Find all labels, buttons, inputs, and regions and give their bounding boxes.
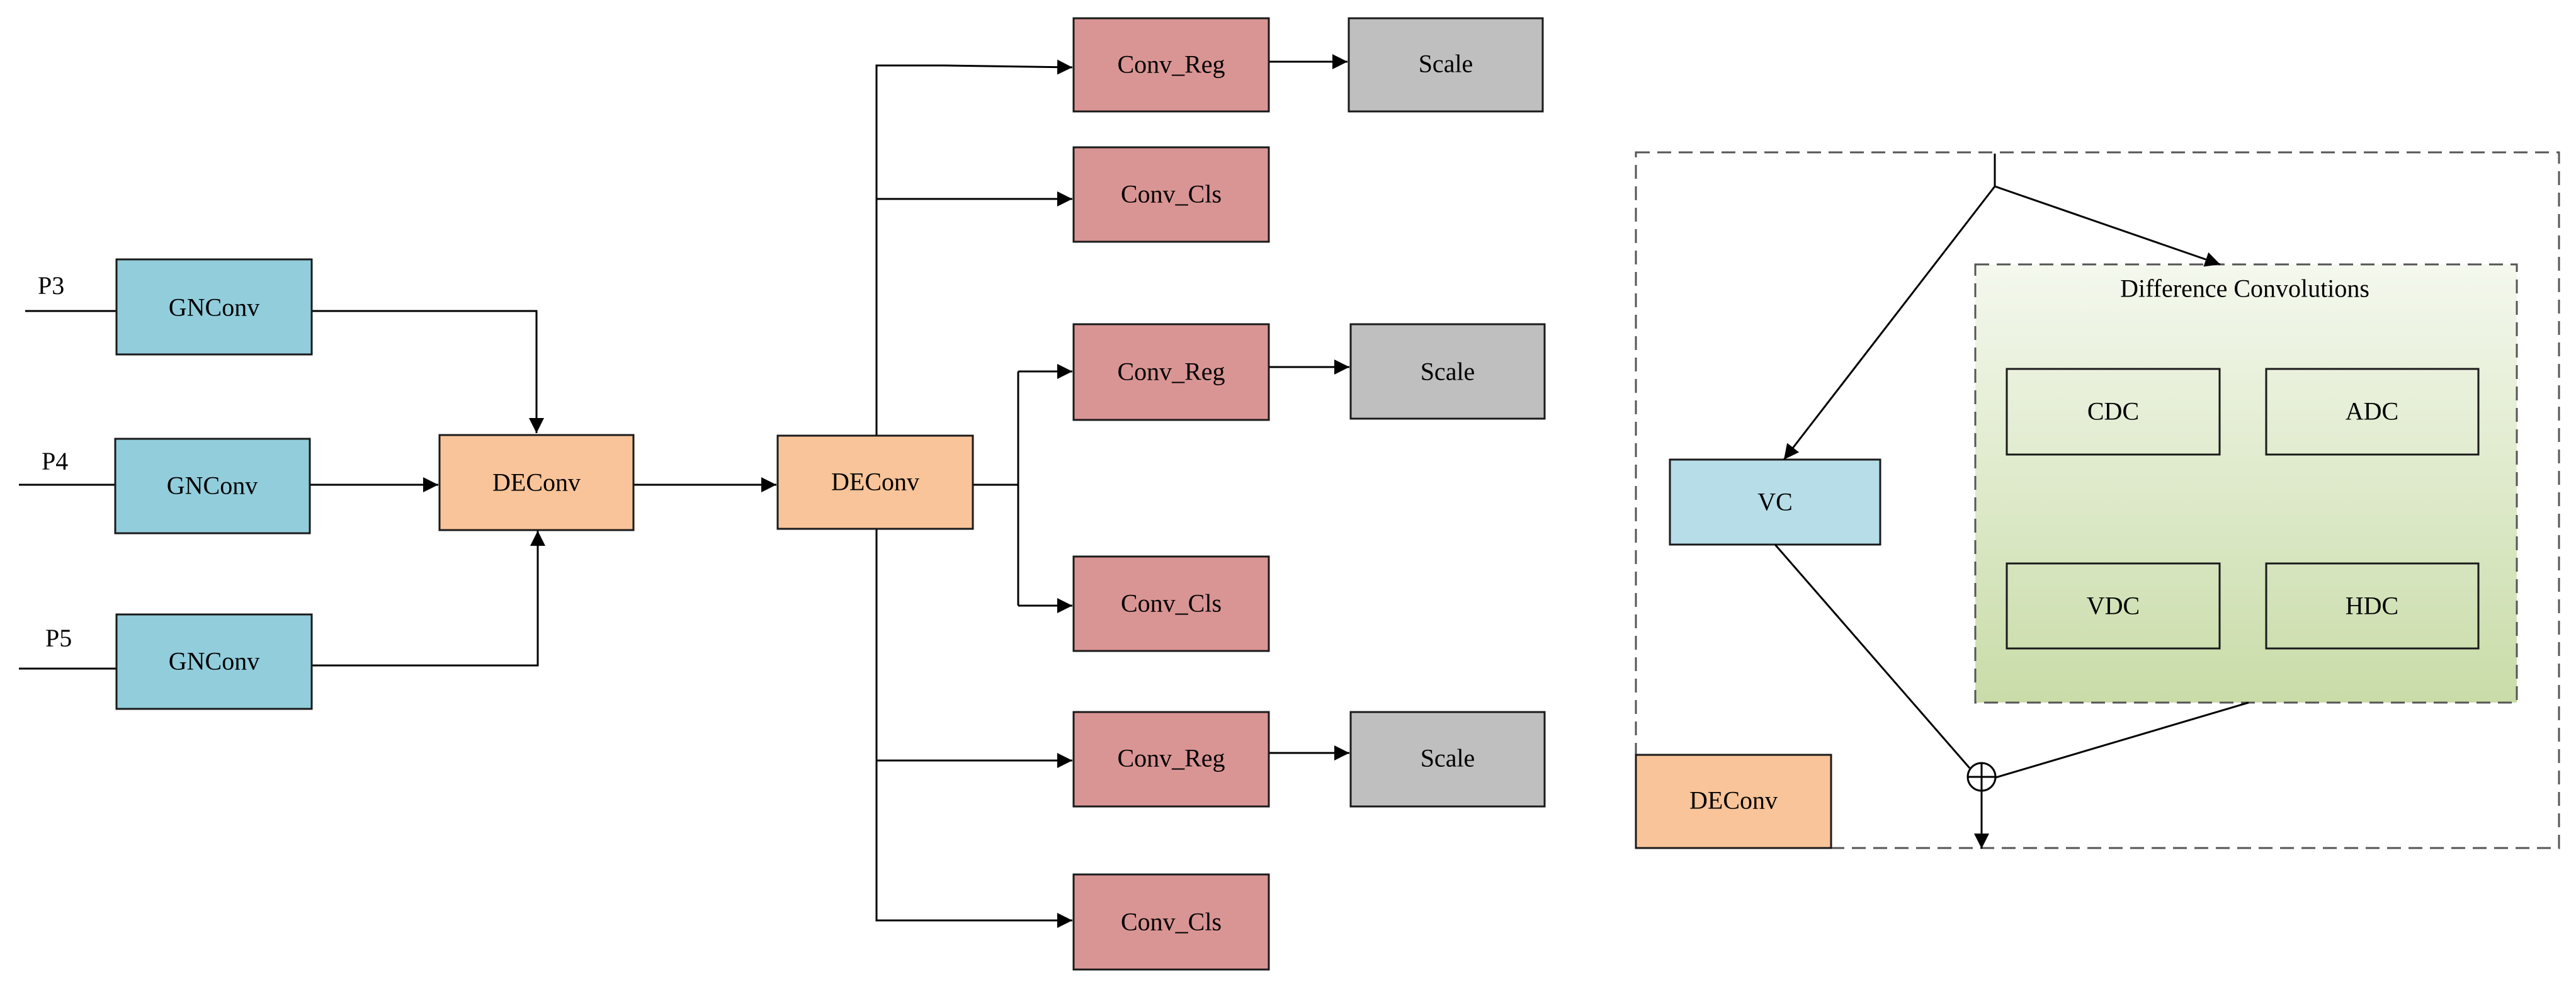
gnconv1-to-deconv1-arrow bbox=[312, 310, 544, 433]
gnconv-node-2: GNConv bbox=[114, 438, 311, 534]
deconv2-upper-branch bbox=[875, 59, 1073, 436]
conv-cls-node-2-label: Conv_Cls bbox=[1121, 589, 1222, 618]
deconv2-to-convcls3-arrow bbox=[875, 913, 1072, 928]
diffconv-to-sum-line bbox=[1993, 701, 2249, 779]
scale-node-2-label: Scale bbox=[1421, 358, 1475, 386]
conv-reg-node-2-label: Conv_Reg bbox=[1117, 358, 1225, 386]
p3-label: P3 bbox=[38, 271, 64, 300]
conv-cls-node-2: Conv_Cls bbox=[1072, 555, 1270, 652]
gnconv-node-3: GNConv bbox=[115, 613, 313, 710]
hdc-node-label: HDC bbox=[2346, 592, 2398, 620]
gnconv3-to-deconv1-arrow bbox=[312, 531, 545, 667]
scale-node-1-label: Scale bbox=[1419, 50, 1473, 78]
vc-to-sum-line bbox=[1774, 544, 1971, 769]
vdc-node-label: VDC bbox=[2087, 592, 2140, 620]
p5-label: P5 bbox=[45, 624, 72, 652]
pipeline-connectors bbox=[19, 54, 1349, 928]
gnconv-node-2-label: GNConv bbox=[167, 472, 258, 500]
deconv-node-1-label: DEConv bbox=[492, 468, 581, 497]
difference-convolutions-title: Difference Convolutions bbox=[2120, 274, 2369, 303]
deconv-node-1: DEConv bbox=[438, 434, 635, 531]
vc-node-label: VC bbox=[1757, 488, 1793, 516]
p4-label: P4 bbox=[42, 447, 68, 475]
conv-reg-node-3: Conv_Reg bbox=[1072, 711, 1270, 808]
conv-reg-node-1: Conv_Reg bbox=[1072, 17, 1270, 113]
input-to-diffconv-arrow bbox=[1994, 185, 2221, 267]
conv-cls-node-1: Conv_Cls bbox=[1072, 146, 1270, 243]
deconv-node-2: DEConv bbox=[776, 434, 974, 530]
gnconv-node-1: GNConv bbox=[115, 258, 313, 356]
scale-node-2: Scale bbox=[1349, 323, 1546, 420]
conv-reg-node-3-label: Conv_Reg bbox=[1117, 744, 1225, 772]
scale-node-3-label: Scale bbox=[1421, 744, 1475, 772]
gnconv-node-1-label: GNConv bbox=[169, 293, 259, 322]
scale-node-1: Scale bbox=[1348, 17, 1544, 113]
vc-node: VC bbox=[1669, 458, 1881, 546]
sum-icon bbox=[1966, 762, 1997, 792]
cdc-node: CDC bbox=[2006, 368, 2221, 456]
cdc-node-label: CDC bbox=[2087, 397, 2139, 426]
conv-cls-node-3-label: Conv_Cls bbox=[1121, 908, 1222, 936]
detail-connectors bbox=[1774, 154, 2249, 849]
conv-cls-node-1-label: Conv_Cls bbox=[1121, 180, 1222, 208]
hdc-node: HDC bbox=[2265, 562, 2480, 650]
adc-node: ADC bbox=[2265, 368, 2480, 456]
adc-node-label: ADC bbox=[2346, 397, 2398, 426]
deconv-detail-border bbox=[1635, 151, 2560, 849]
difference-convolutions-group bbox=[1974, 263, 2518, 704]
conv-reg-node-2: Conv_Reg bbox=[1072, 323, 1270, 421]
input-to-vc-arrow bbox=[1783, 186, 1996, 460]
deconv-legend-node: DEConv bbox=[1635, 754, 1832, 849]
conv-reg-node-1-label: Conv_Reg bbox=[1117, 50, 1225, 79]
scale-node-3: Scale bbox=[1349, 711, 1546, 808]
deconv-legend-label: DEConv bbox=[1689, 786, 1778, 815]
gnconv-node-3-label: GNConv bbox=[169, 647, 259, 676]
deconv-node-2-label: DEConv bbox=[831, 468, 919, 496]
vdc-node: VDC bbox=[2006, 562, 2221, 650]
conv-cls-node-3: Conv_Cls bbox=[1072, 873, 1270, 971]
